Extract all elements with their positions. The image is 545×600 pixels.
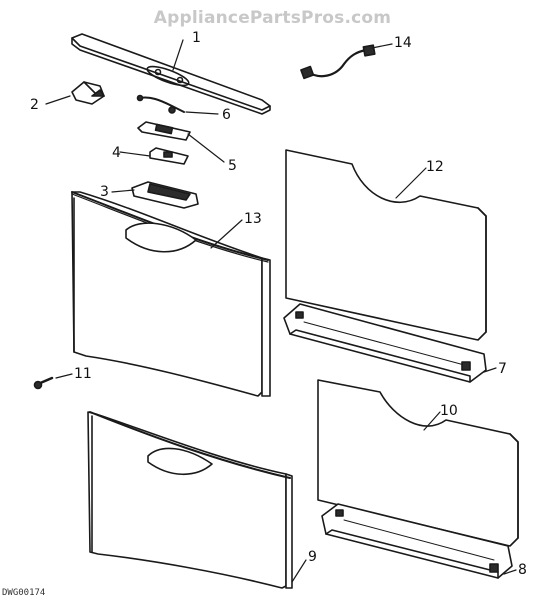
callout-3: 3 (100, 184, 109, 200)
callout-4: 4 (112, 145, 121, 161)
callout-5: 5 (228, 158, 237, 174)
part-11-screw (33, 373, 73, 390)
part-2-bracket (45, 81, 105, 105)
callout-9: 9 (308, 549, 317, 565)
part-8-lower-tray (321, 503, 517, 579)
callout-8: 8 (518, 562, 527, 578)
callout-13: 13 (244, 211, 262, 227)
callout-14: 14 (394, 35, 412, 51)
part-4-switch-plate (119, 147, 189, 165)
part-3-latch (111, 181, 199, 209)
callout-6: 6 (222, 107, 231, 123)
part-10-lower-inner-panel (317, 379, 519, 547)
callout-7: 7 (498, 361, 507, 377)
callout-11: 11 (74, 366, 92, 382)
part-9-lower-door-panel (87, 411, 307, 589)
callout-1: 1 (192, 30, 201, 46)
callout-10: 10 (440, 403, 458, 419)
callout-2: 2 (30, 97, 39, 113)
watermark: AppliancePartsPros.com (153, 8, 392, 28)
part-6-rod (136, 94, 219, 115)
drawing-id: DWG00174 (2, 588, 46, 598)
part-1-control-panel (71, 33, 271, 115)
part-5-switch-housing (137, 121, 225, 163)
part-12-upper-inner-panel (285, 149, 487, 341)
part-14-wire-harness (300, 43, 393, 80)
part-7-upper-tray (283, 303, 497, 383)
callout-12: 12 (426, 159, 444, 175)
part-13-upper-door-panel (71, 191, 271, 397)
